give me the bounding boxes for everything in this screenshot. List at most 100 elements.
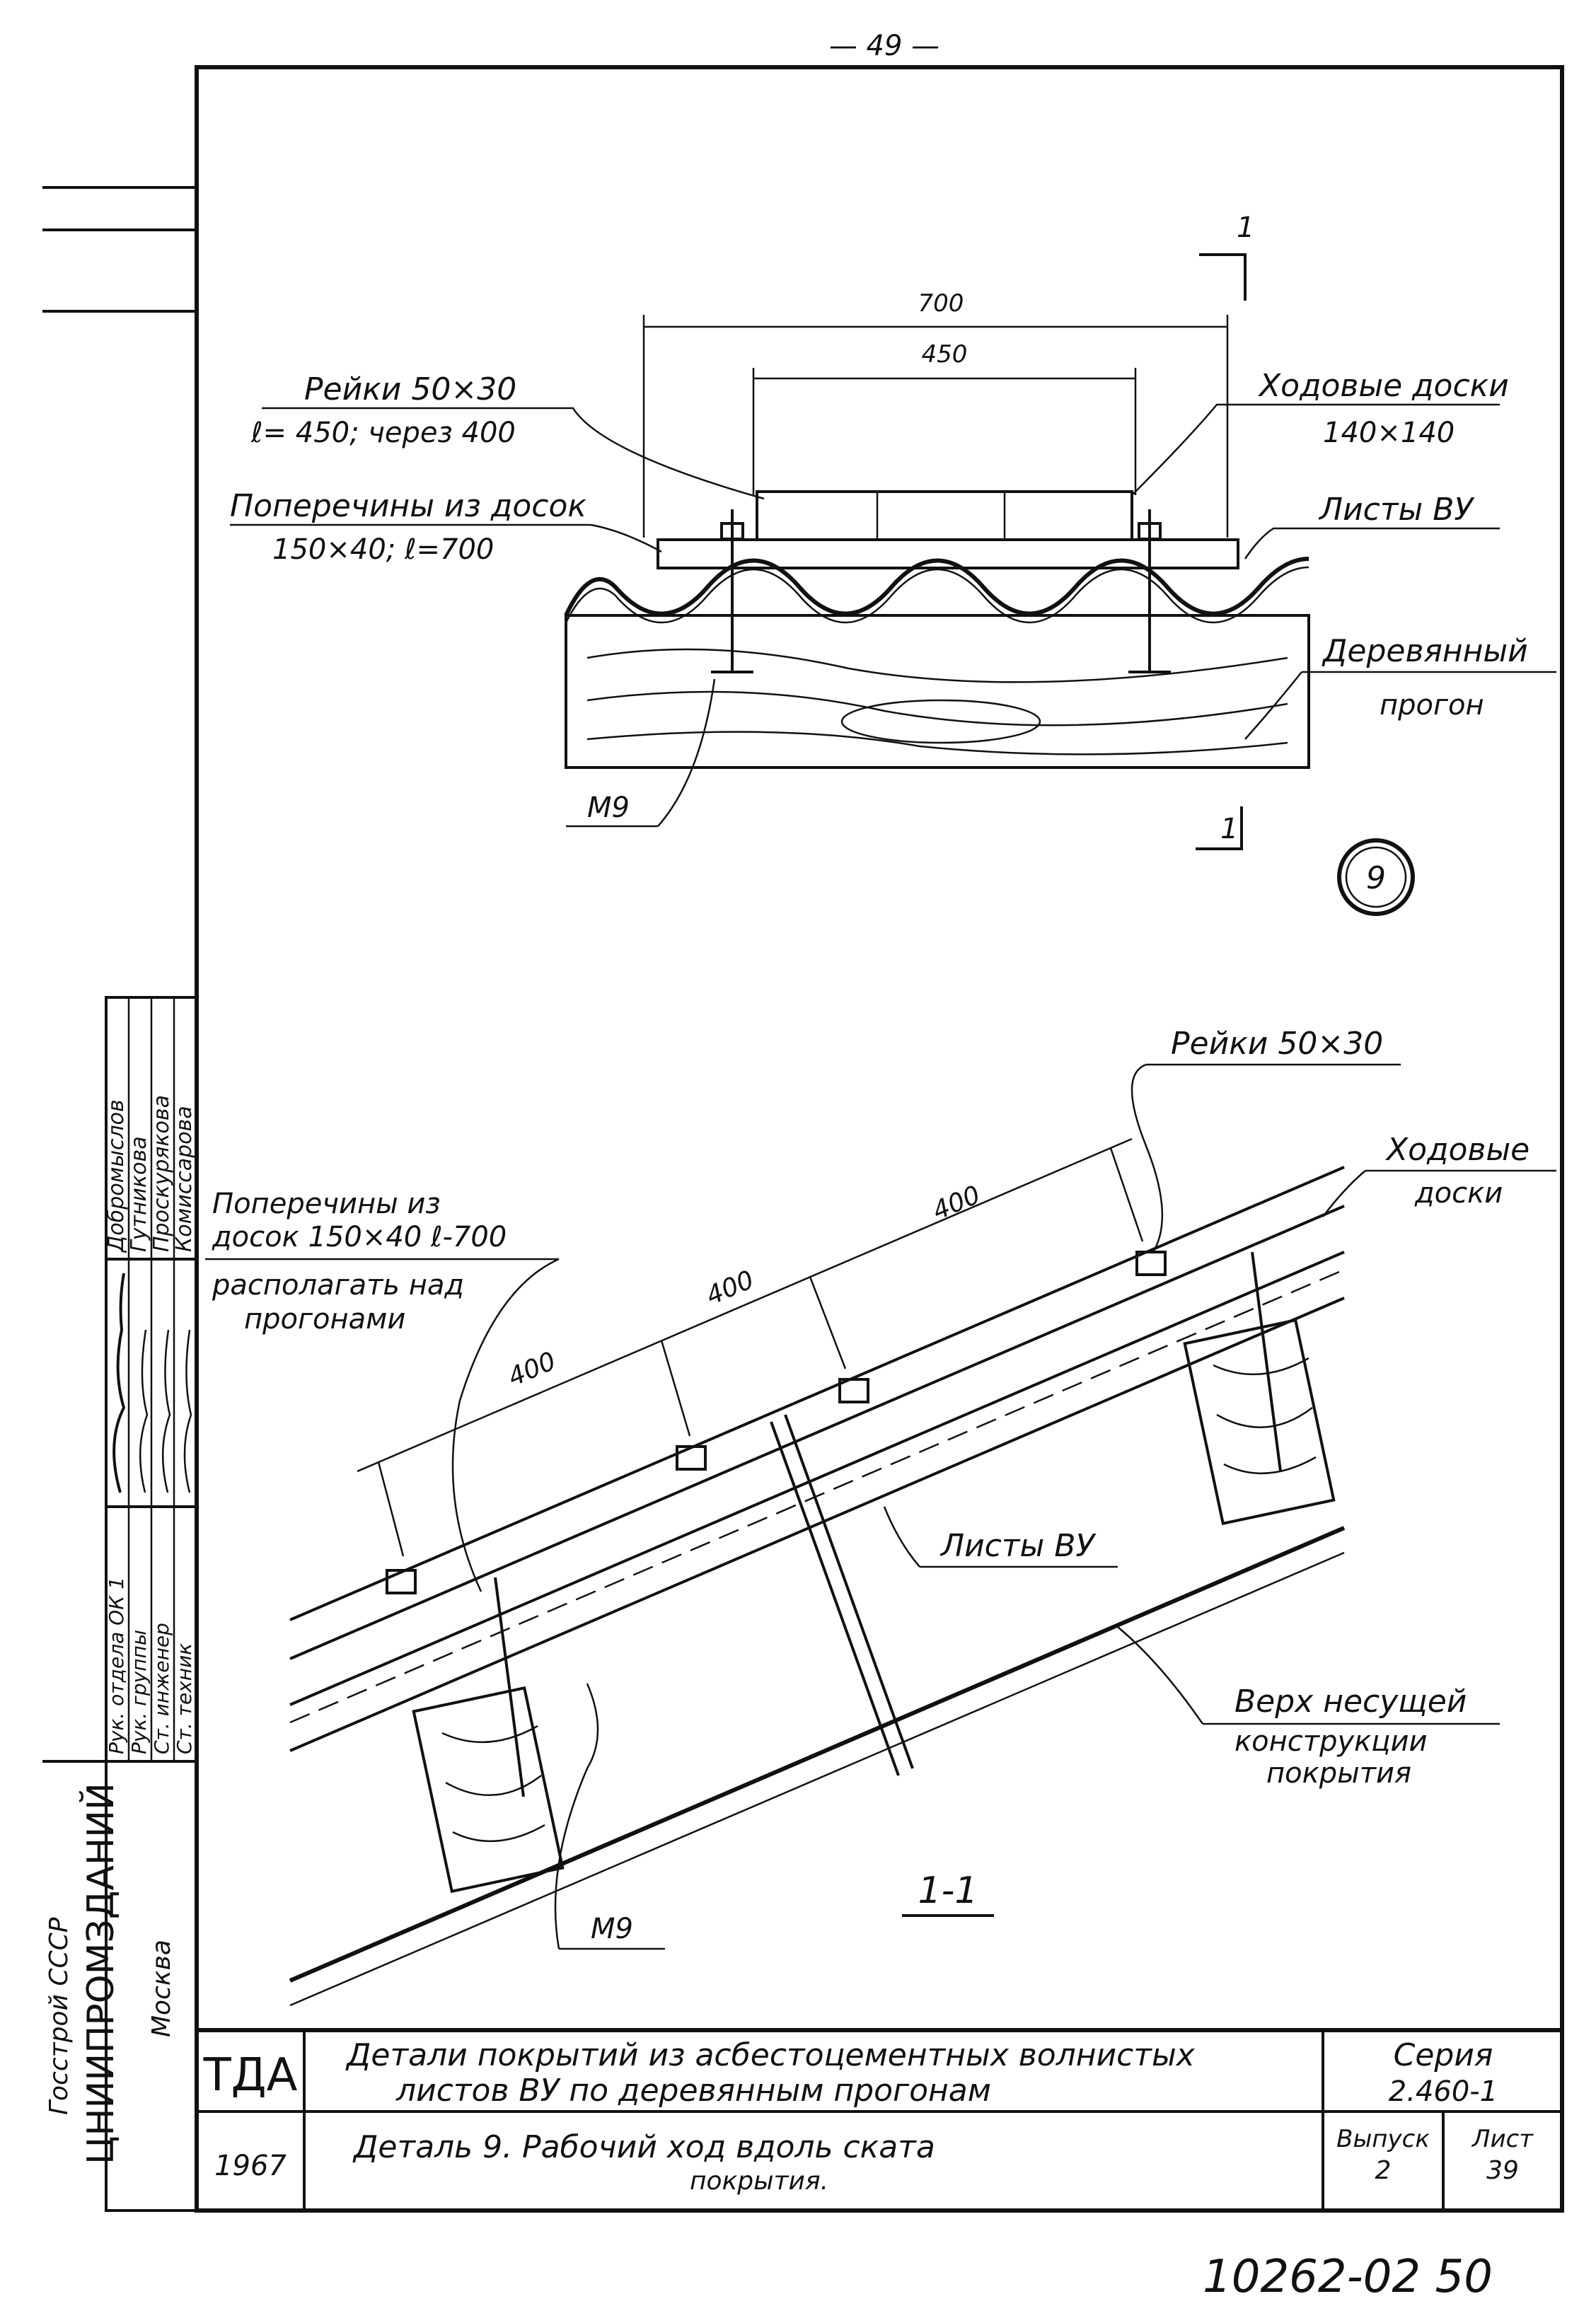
section-view: 400 400 400 Рейки 50×30 Ходовые доски По…: [205, 1026, 1556, 2007]
dim-ext-4: [1109, 1147, 1144, 1242]
rails-label-2: ℓ= 450; через 400: [250, 417, 516, 449]
section-top-leader: [1117, 1626, 1204, 1725]
sheet-label: Лист: [1471, 2125, 1534, 2153]
walkway-boards-leader: [1131, 403, 1245, 496]
nut-right: [1138, 522, 1162, 540]
rail-4: [1135, 1251, 1167, 1276]
issue-label: Выпуск: [1336, 2125, 1430, 2153]
dim-label-2: 400: [702, 1265, 758, 1311]
purlin-left-grain: [441, 1725, 545, 1843]
title-block-code: ТДА: [203, 2049, 298, 2102]
stamp-name-3: Проскурякова: [149, 1095, 174, 1252]
section-top-label-1: Верх несущей: [1234, 1684, 1467, 1720]
title-line-1: Детали покрытий из асбестоцементных волн…: [345, 2037, 1196, 2073]
wooden-purlin: [565, 614, 1310, 769]
subtitle-line-2: покрытия.: [690, 2167, 828, 2196]
section-label: 1-1: [918, 1870, 978, 1912]
stamp-name-2: Гутникова: [127, 1136, 151, 1252]
walkway-board-bottom: [289, 1205, 1345, 1660]
signature-2: [139, 1329, 149, 1493]
sheets-label: Листы ВУ: [1318, 492, 1475, 528]
crossbar-board: [657, 538, 1239, 569]
top-detail: 1 700 450 Рейки 50×30: [230, 212, 1556, 916]
wood-grain-3: [586, 731, 1288, 755]
sheet-line-bottom: [289, 1297, 1345, 1752]
purlin-right-grain: [1213, 1357, 1317, 1475]
sheet-value: 39: [1486, 2156, 1519, 2185]
section-bolt-left: [494, 1577, 525, 1797]
stamp-name-4: Комиссарова: [172, 1106, 197, 1252]
section-crossbars-leader: [451, 1258, 560, 1592]
sheets-leader: [1244, 527, 1288, 560]
section-rails-leader: [1130, 1063, 1164, 1253]
section-top-label-2: конструкции: [1234, 1725, 1428, 1758]
walkway-boards: [756, 490, 1133, 541]
doc-number: 10262-02 50: [1203, 2251, 1493, 2303]
cut-line-1: [770, 1421, 900, 1776]
dim-label-1: 400: [504, 1347, 560, 1393]
purlin-leader: [1244, 671, 1302, 740]
section-walkway-label-1: Ходовые: [1385, 1132, 1530, 1168]
signature-4: [183, 1329, 192, 1493]
sheet-line-dashed: [289, 1268, 1345, 1724]
section-walkway-leader: [1322, 1170, 1366, 1217]
section-crossbars-label-1: Поперечины из: [212, 1188, 441, 1220]
wood-knot: [840, 699, 1041, 744]
walkway-boards-label-2: 140×140: [1323, 417, 1455, 449]
stamp-role-1: Рук. отдела ОК 1: [105, 1577, 128, 1754]
section-fastener-label: М9: [591, 1913, 633, 1945]
dim-ext-1: [377, 1461, 405, 1557]
issue-value: 2: [1375, 2156, 1392, 2185]
signature-3: [161, 1329, 171, 1493]
wood-grain-2: [586, 690, 1288, 726]
page-number: — 49 —: [829, 30, 939, 62]
stamp-org-line-3: Москва: [147, 1940, 176, 2037]
rails-label-1: Рейки 50×30: [304, 371, 516, 407]
stamp-org-line-1: Госстрой СССР: [45, 1917, 74, 2115]
walkway-board-top: [289, 1166, 1345, 1621]
dim-ext-3: [809, 1276, 847, 1369]
title-block-year: 1967: [214, 2150, 287, 2182]
structure-top-inner: [289, 1551, 1345, 2007]
section-rails-label: Рейки 50×30: [1171, 1026, 1383, 1062]
dim-label-3: 400: [928, 1181, 984, 1227]
stamp-role-2: Рук. группы: [127, 1630, 151, 1754]
section-mark-top-label: 1: [1237, 212, 1254, 244]
section-sheets-label: Листы ВУ: [939, 1528, 1097, 1564]
fastener-label: М9: [587, 792, 630, 824]
subtitle-line-1: Деталь 9. Рабочий ход вдоль ската: [352, 2129, 935, 2165]
purlin-label-1: Деревянный: [1322, 633, 1528, 669]
dim-450-label: 450: [922, 340, 968, 369]
detail-number-circle-inner: [1345, 846, 1407, 908]
left-stamp: Добромыслов Гутникова Проскурякова Комис…: [42, 996, 198, 2212]
stamp-role-3: Ст. инженер: [150, 1623, 173, 1754]
detail-number-circle: [1337, 838, 1415, 916]
dim-700-label: 700: [918, 289, 964, 318]
series-value: 2.460-1: [1389, 2075, 1498, 2108]
purlin-left: [412, 1686, 565, 1894]
detail-number: 9: [1366, 860, 1386, 896]
rail-1: [386, 1569, 417, 1594]
dim-line-section: [357, 1137, 1133, 1473]
section-bolt-right: [1251, 1251, 1282, 1472]
section-walkway-label-2: доски: [1414, 1177, 1503, 1210]
rails-leader: [538, 407, 765, 500]
walkway-boards-label-1: Ходовые доски: [1258, 368, 1509, 404]
stamp-role-4: Ст. техник: [173, 1643, 196, 1754]
crossbars-label-1: Поперечины из досок: [230, 488, 586, 524]
corrugated-sheet: [564, 557, 1309, 617]
wood-grain-1: [586, 648, 1288, 683]
title-block: ТДА 1967 Детали покрытий из асбестоцемен…: [197, 2028, 1562, 2211]
corrugated-sheet-inner: [565, 566, 1309, 624]
signature-1: [112, 1273, 126, 1493]
stamp-org-line-2: ЦНИИПРОМЗДАНИЙ: [79, 1783, 122, 2165]
title-line-2: листов ВУ по деревянным прогонам: [395, 2073, 991, 2109]
crossbars-label-2: 150×40; ℓ=700: [272, 533, 494, 566]
rail-2: [676, 1445, 707, 1471]
cut-line-2: [784, 1414, 914, 1769]
rail-3: [838, 1378, 869, 1403]
section-mark-bottom: [1196, 806, 1243, 850]
section-fastener-leader: [554, 1683, 599, 1950]
sheet-line-top: [289, 1251, 1345, 1706]
